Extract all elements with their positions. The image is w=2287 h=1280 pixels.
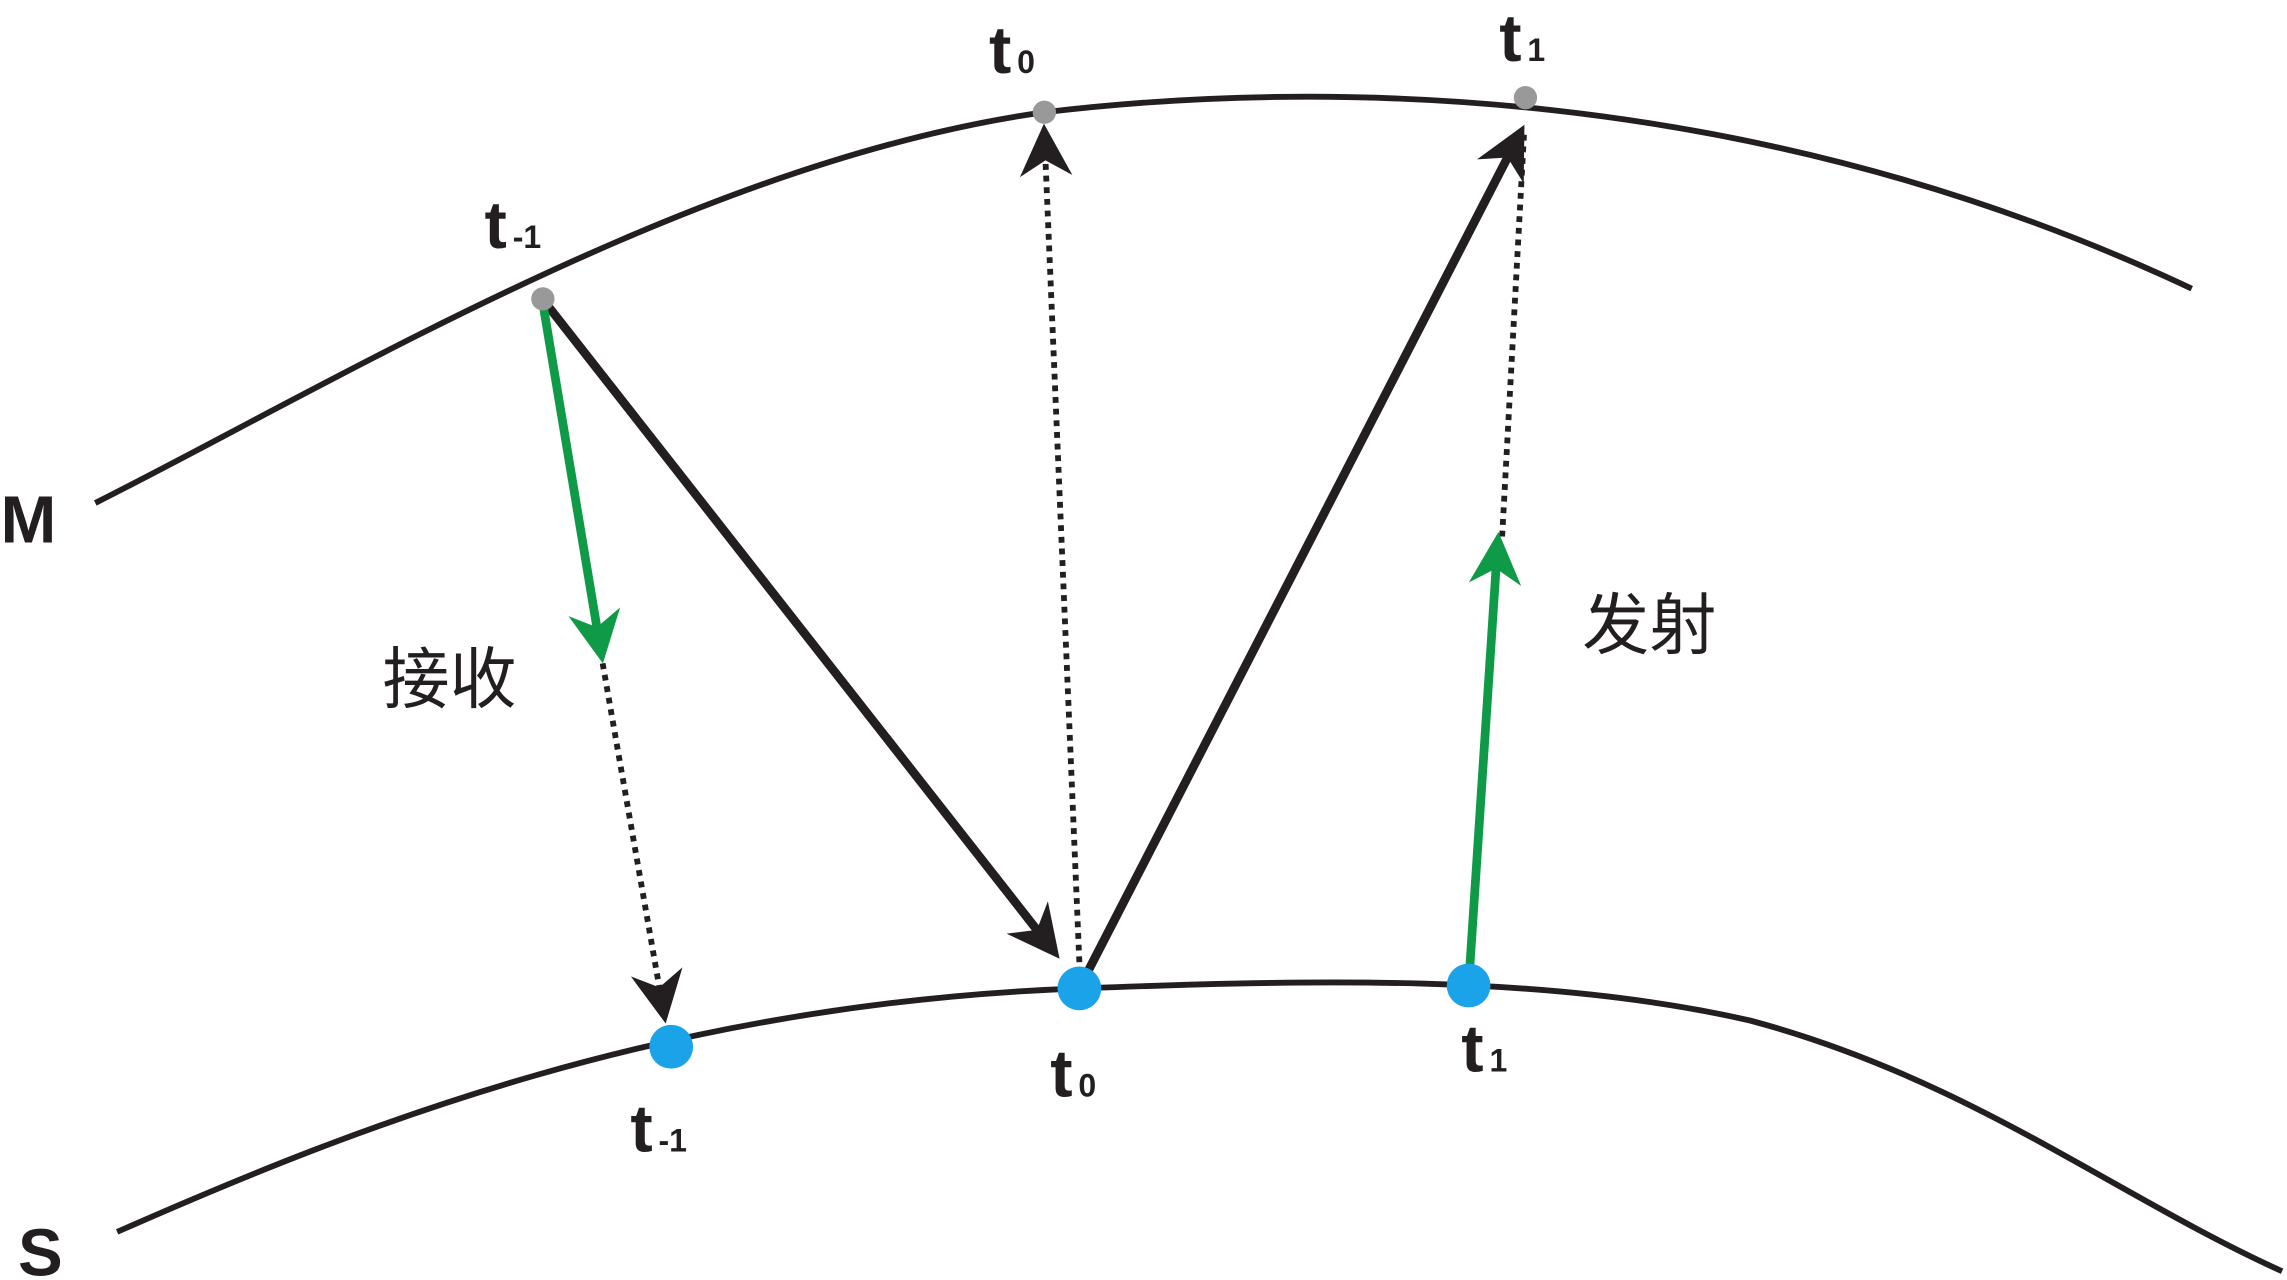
s-point-t1 [1446,963,1491,1008]
dotted-arrow-t1-up [1499,133,1527,537]
receive-label: 接收 [382,641,516,719]
s-point-t-1 [649,1024,694,1069]
transmit-label: 发射 [1582,587,1716,665]
arrow-s-to-m [1082,124,1525,976]
label-m: M [1,482,57,557]
m-point-t1 [1513,86,1538,110]
m-label-t-1: t-1 [485,188,542,263]
orbit-s-curve [115,979,2284,1274]
m-point-t0 [1032,100,1057,124]
orbit-m-curve [93,93,2193,506]
s-label-t-1: t-1 [630,1092,687,1167]
dotted-arrow-t0-up [1019,123,1083,963]
s-point-t0 [1057,966,1102,1011]
label-s: S [18,1216,63,1280]
green-arrow-transmit [1464,531,1522,986]
dotted-arrow-receive [599,662,683,1024]
arrow-m-to-s [542,300,1060,959]
green-arrow-receive [538,302,621,664]
m-point-t-1 [531,287,555,311]
